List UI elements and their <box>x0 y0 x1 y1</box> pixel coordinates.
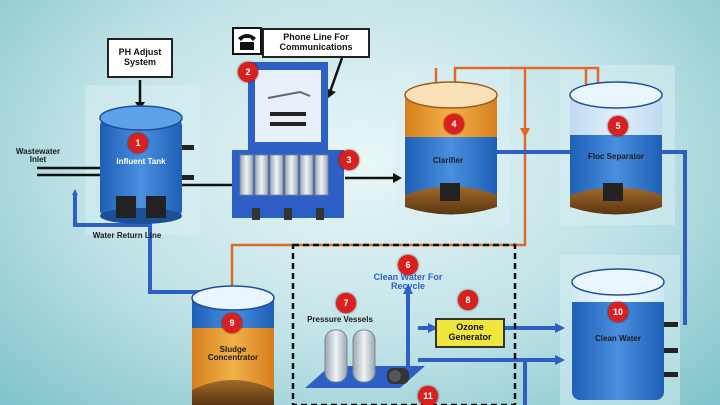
black-arrows <box>37 57 395 187</box>
clean-water-label: Clean Water <box>595 334 641 343</box>
badge-influent: 1 <box>128 133 148 153</box>
recycle-dashed-box <box>291 243 517 405</box>
badge-pump: 11 <box>418 386 438 405</box>
ph-adjust-label: PH Adjust System <box>107 38 173 78</box>
sludge-concentrator-label: Sludge Concentrator <box>207 345 259 363</box>
badge-clarifier: 4 <box>444 114 464 134</box>
clarifier-tank <box>404 81 498 215</box>
clarifier-label: Clarifier <box>432 156 464 165</box>
badge-sludge: 9 <box>222 313 242 333</box>
badge-membrane: 3 <box>339 150 359 170</box>
floc-separator-label: Floc Separator <box>588 152 645 161</box>
pressure-vessels-label: Pressure Vessels <box>307 315 373 324</box>
floc-separator-tank <box>569 81 663 215</box>
phone-line-label: Phone Line For Communications <box>262 28 370 58</box>
badge-pressure: 7 <box>336 293 356 313</box>
orange-arrow-down <box>520 128 530 138</box>
badge-ozone: 8 <box>458 290 478 310</box>
badge-floc: 5 <box>608 116 628 136</box>
clean-water-tank <box>571 268 678 400</box>
water-return-line-label: Water Return Line <box>92 231 162 240</box>
telephone-icon <box>232 27 262 55</box>
membrane-unit <box>232 62 344 220</box>
pressure-vessels <box>305 329 425 388</box>
badge-clean-water: 10 <box>608 302 628 322</box>
ozone-generator-label: Ozone Generator <box>435 318 505 348</box>
wastewater-inlet-label: Wastewater Inlet <box>15 147 61 165</box>
clean-water-recycle-label: Clean Water For Recycle <box>373 272 443 292</box>
influent-tank-label: Influent Tank <box>116 157 166 166</box>
badge-recycle: 6 <box>398 255 418 275</box>
influent-tank <box>99 105 194 224</box>
badge-phone: 2 <box>238 62 258 82</box>
